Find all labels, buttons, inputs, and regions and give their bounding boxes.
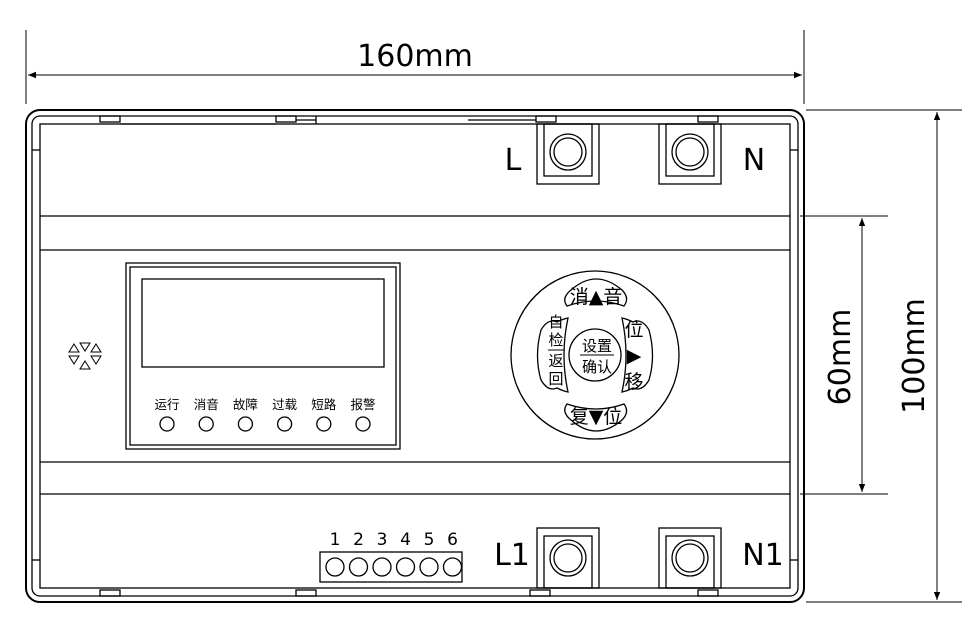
indicator-led: [237, 416, 254, 432]
terminal-top-left: L: [505, 123, 600, 185]
indicator-led: [159, 416, 175, 432]
pin-5: [419, 557, 439, 577]
self-test-label-3: 返: [548, 352, 563, 370]
keypad: 消▲音 复▼位 自 检 返 回 位 ▶ 移 设置 确认: [510, 270, 680, 440]
mute-button[interactable]: [564, 278, 628, 307]
width-dimension: 160mm: [25, 30, 805, 104]
logo-icon: [68, 342, 102, 370]
indicator-led: [198, 416, 214, 432]
indicator-led: [316, 416, 332, 432]
terminal-label-n1: N1: [742, 538, 784, 573]
self-test-label-2: 检: [548, 331, 563, 349]
shift-label-2: ▶: [627, 345, 642, 367]
width-label: 160mm: [357, 39, 473, 74]
indicator-led: [355, 416, 371, 432]
indicator-label: 消音: [194, 397, 219, 412]
confirm-label-1: 设置: [582, 337, 612, 355]
device-housing: [25, 109, 805, 603]
confirm-button[interactable]: [568, 328, 622, 382]
indicator-label: 过载: [272, 397, 298, 412]
pin-1: [325, 557, 345, 577]
reset-button-label: 复▼位: [570, 406, 623, 428]
terminal-top-right: N: [658, 123, 765, 185]
shift-button[interactable]: [621, 317, 654, 393]
pin-label: 2: [353, 530, 364, 550]
indicator-label: 短路: [311, 397, 337, 412]
shift-label-1: 位: [624, 319, 643, 341]
pin-label: 3: [377, 530, 388, 550]
pin-3: [372, 557, 392, 577]
confirm-label-2: 确认: [582, 358, 612, 376]
shift-label-3: 移: [624, 371, 643, 393]
reset-button[interactable]: [564, 403, 628, 432]
terminal-label-l1: L1: [494, 538, 530, 573]
indicator-label: 报警: [350, 397, 375, 412]
indicator-led: [276, 416, 293, 432]
pin-label: 1: [330, 530, 341, 550]
indicator-label: 运行: [154, 397, 179, 412]
pin-4: [395, 557, 416, 577]
center-height-label: 60mm: [823, 309, 858, 406]
pin-6: [442, 557, 463, 577]
indicator-label: 故障: [233, 397, 258, 412]
height-label: 100mm: [897, 298, 932, 414]
self-test-label-4: 回: [548, 370, 563, 388]
display-panel: 运行消音故障过载短路报警: [125, 262, 401, 450]
terminal-bottom-left: L1: [494, 527, 600, 589]
terminal-label-n: N: [743, 143, 765, 178]
mute-button-label: 消▲音: [570, 286, 623, 308]
terminal-bottom-right: N1: [658, 527, 784, 589]
pin-label: 4: [400, 530, 411, 550]
lcd-screen: [141, 278, 385, 368]
pin-label: 5: [424, 530, 435, 550]
self-test-label-1: 自: [548, 313, 563, 331]
center-height-dimension: 60mm: [800, 215, 888, 495]
pin-2: [348, 557, 369, 577]
height-dimension: 100mm: [806, 109, 962, 603]
self-test-button[interactable]: [536, 317, 569, 393]
pin-label: 6: [447, 530, 458, 550]
terminal-label-l: L: [505, 143, 522, 178]
